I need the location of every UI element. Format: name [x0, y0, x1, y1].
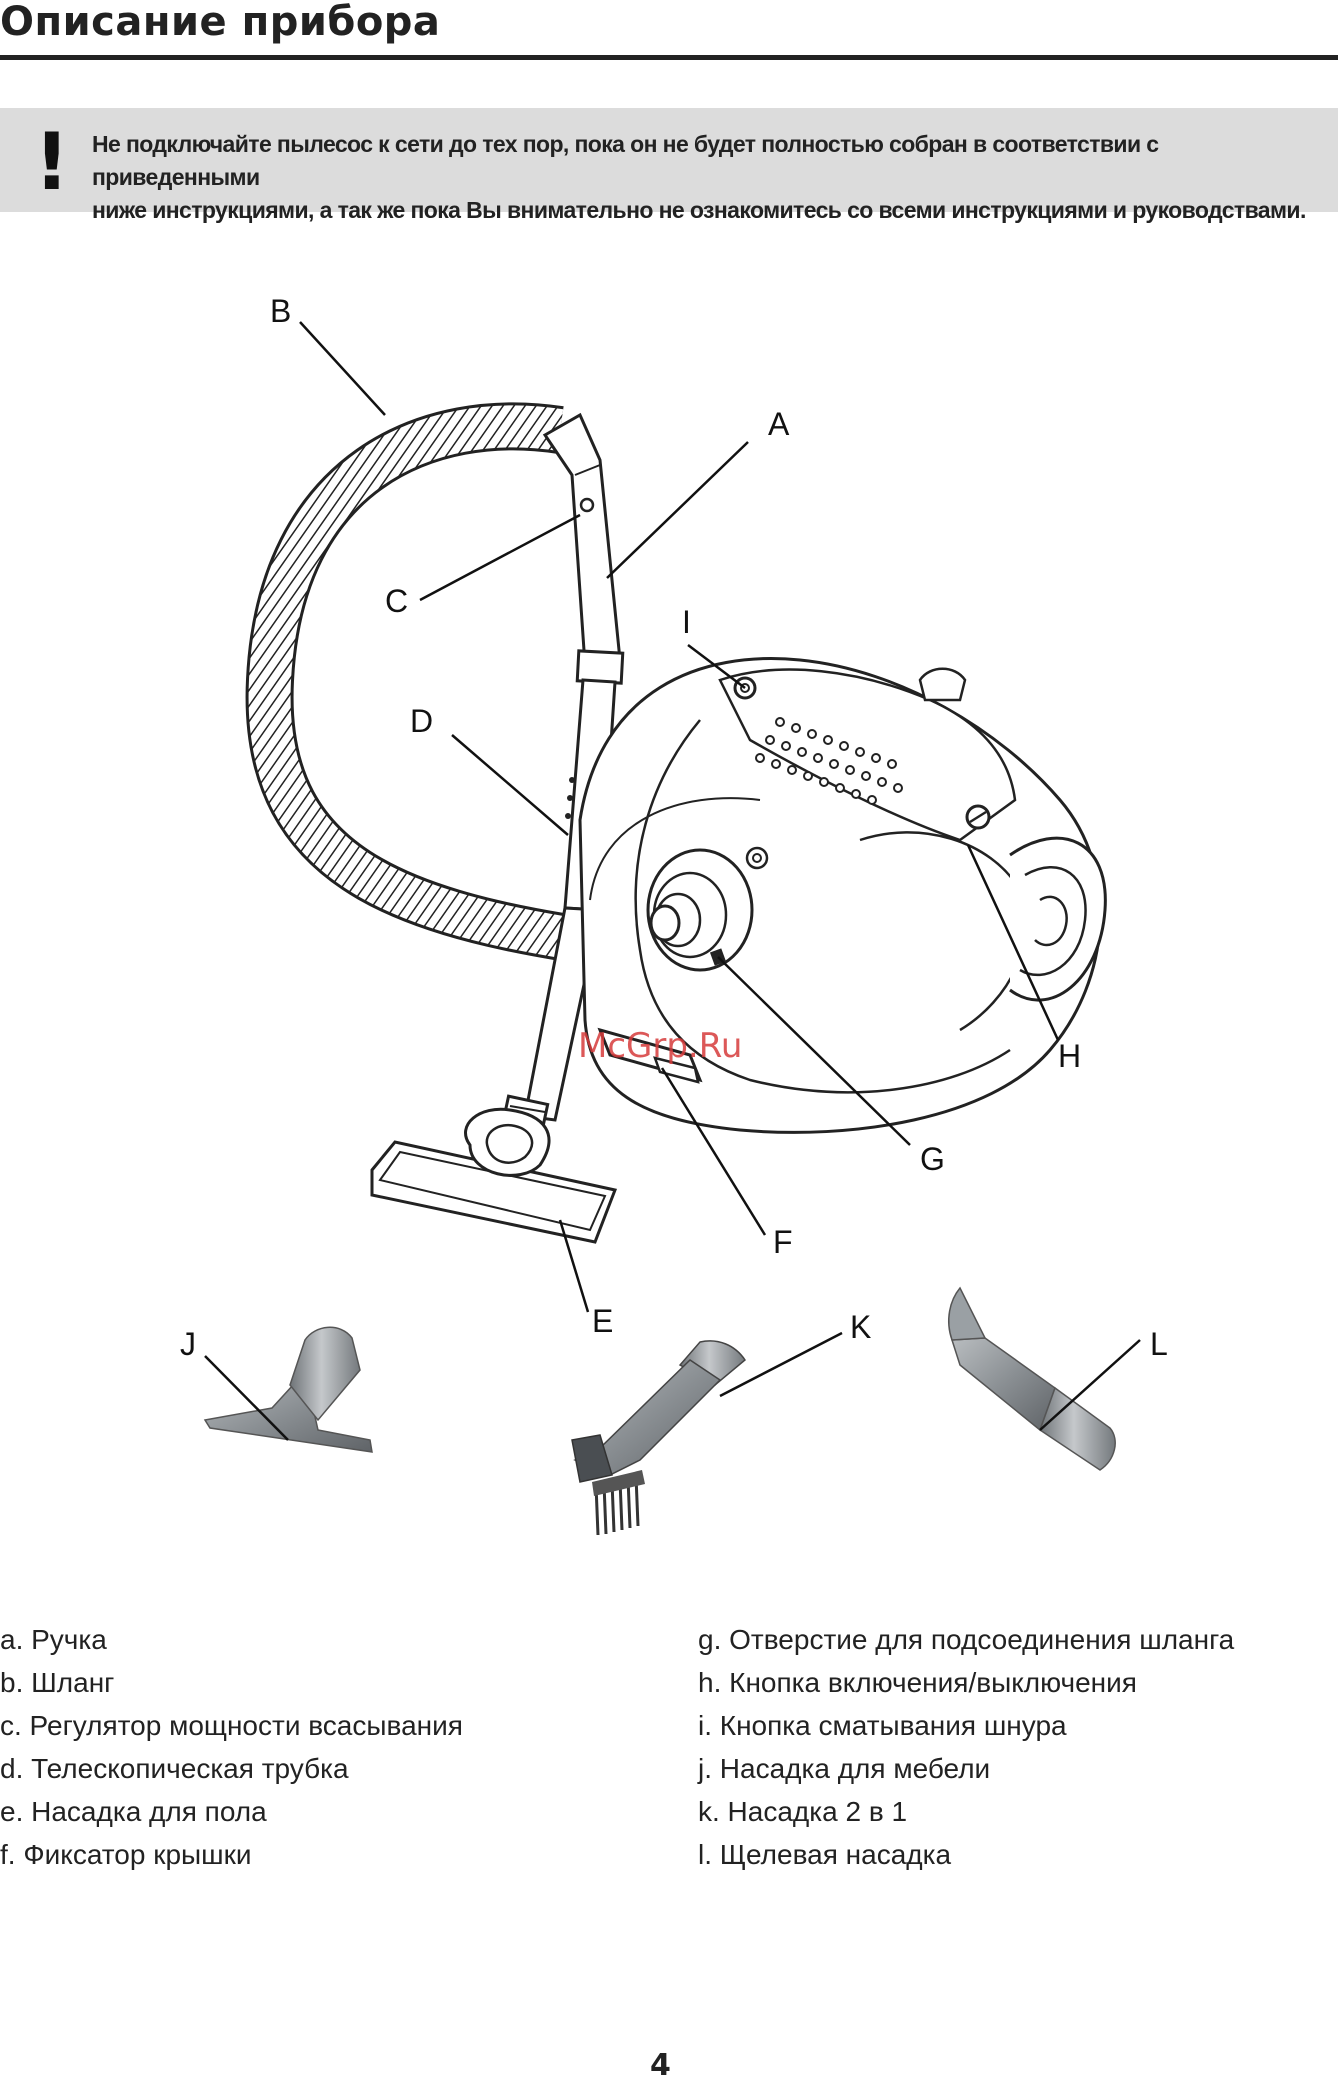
- vent-holes: [755, 717, 903, 805]
- legend-item: l. Щелевая насадка: [698, 1839, 952, 1870]
- suction-regulator-icon: [579, 497, 595, 513]
- two-in-one-nozzle: [571, 1340, 746, 1536]
- title-divider: [0, 55, 1338, 60]
- legend-right-column: g. Отверстие для подсоединения шланга h.…: [698, 1618, 1234, 1876]
- legend-item: e. Насадка для пола: [0, 1796, 267, 1827]
- legend-item: d. Телескопическая трубка: [0, 1753, 349, 1784]
- furniture-nozzle: [203, 1326, 373, 1453]
- leader-lines: [204, 321, 1141, 1441]
- label-h: H: [1058, 1038, 1081, 1074]
- legend-item: a. Ручка: [0, 1624, 107, 1655]
- crevice-nozzle: [948, 1286, 1116, 1471]
- legend-item: c. Регулятор мощности всасывания: [0, 1710, 463, 1741]
- legend-item: h. Кнопка включения/выключения: [698, 1667, 1137, 1698]
- warning-box: ! Не подключайте пылесос к сети до тех п…: [0, 108, 1338, 223]
- legend-item: k. Насадка 2 в 1: [698, 1796, 908, 1827]
- warning-exclamation-icon: !: [34, 118, 70, 208]
- page-title: Описание прибора: [0, 0, 441, 45]
- label-b: B: [270, 293, 291, 329]
- legend-item: g. Отверстие для подсоединения шланга: [698, 1624, 1235, 1655]
- legend-left-column: a. Ручка b. Шланг c. Регулятор мощности …: [0, 1618, 463, 1876]
- label-f: F: [773, 1224, 793, 1260]
- label-a: A: [768, 406, 790, 442]
- label-j: J: [180, 1326, 196, 1362]
- label-i: I: [682, 604, 691, 640]
- legend-item: f. Фиксатор крышки: [0, 1839, 252, 1870]
- label-d: D: [410, 703, 433, 739]
- legend-item: b. Шланг: [0, 1667, 115, 1698]
- label-l: L: [1150, 1326, 1168, 1362]
- label-c: C: [385, 583, 408, 619]
- warning-text: Не подключайте пылесос к сети до тех пор…: [92, 128, 1322, 227]
- hose: [245, 402, 654, 974]
- legend-item: i. Кнопка сматывания шнура: [698, 1710, 1067, 1741]
- vacuum-body: [578, 657, 1107, 1134]
- watermark: McGrp.Ru: [578, 1026, 742, 1066]
- page-number: 4: [650, 2048, 671, 2083]
- label-e: E: [592, 1303, 613, 1339]
- handle: [542, 412, 625, 685]
- warning-line-1: Не подключайте пылесос к сети до тех пор…: [92, 131, 1159, 190]
- label-k: K: [850, 1309, 871, 1345]
- label-g: G: [920, 1141, 945, 1177]
- legend-item: j. Насадка для мебели: [698, 1753, 991, 1784]
- vacuum-cleaner-diagram: McGrp.Ru B A C I D: [180, 293, 1168, 1536]
- floor-nozzle: [370, 1107, 618, 1244]
- warning-line-2: ниже инструкциями, а так же пока Вы вним…: [92, 197, 1306, 223]
